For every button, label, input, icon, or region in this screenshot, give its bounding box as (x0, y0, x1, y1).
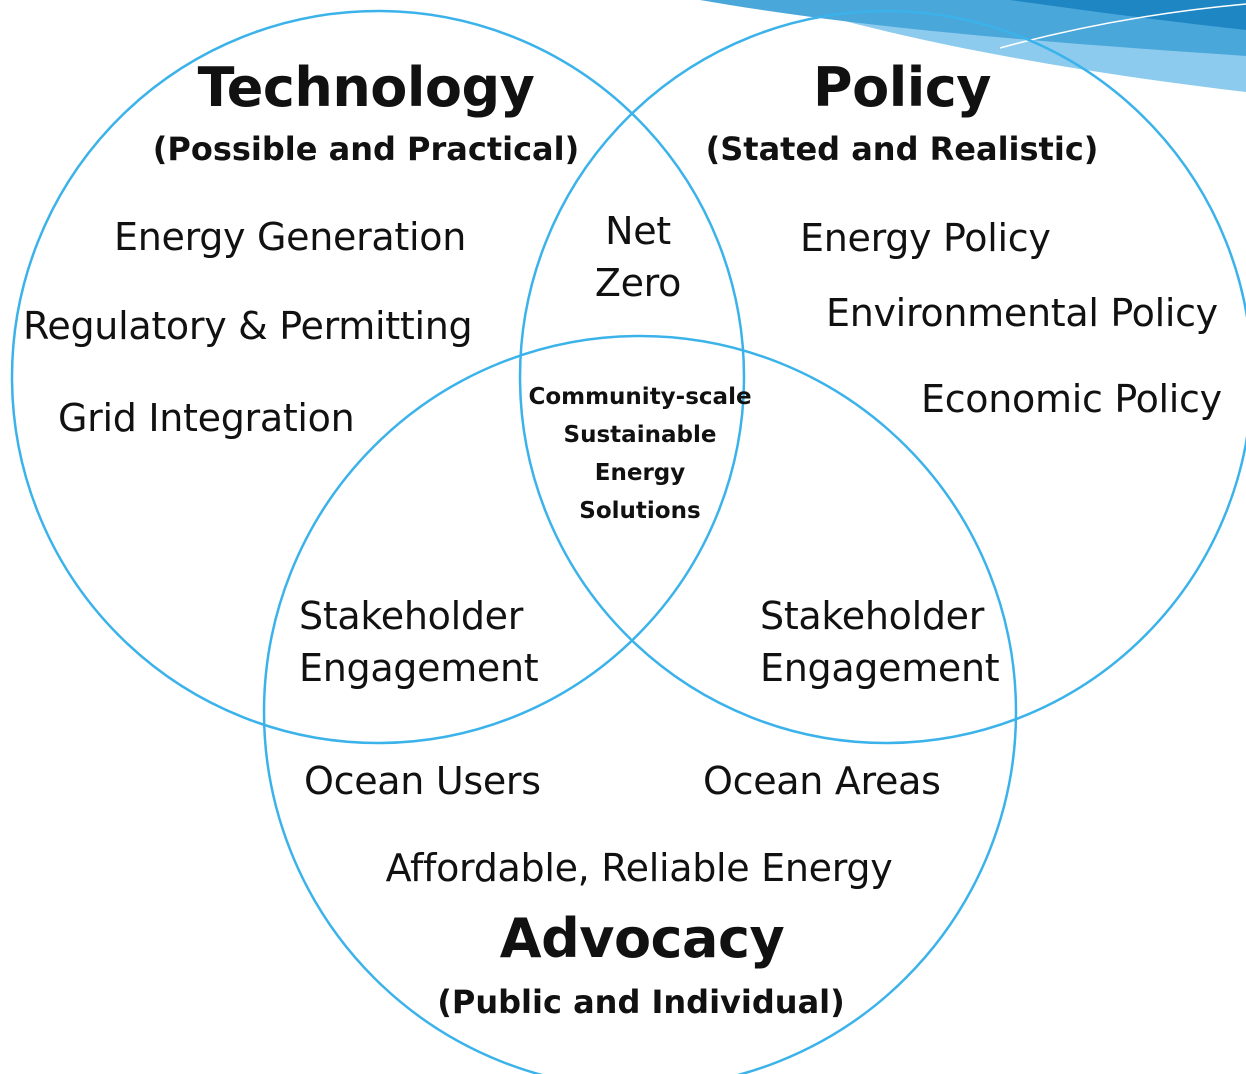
technology-item-energy-generation: Energy Generation (114, 215, 467, 259)
advocacy-item-affordable-reliable-energy: Affordable, Reliable Energy (385, 846, 893, 890)
advocacy-circle (262, 334, 1018, 1074)
advocacy-title: Advocacy (499, 907, 785, 970)
technology-title: Technology (197, 56, 535, 119)
policy-circle (518, 9, 1246, 745)
technology-advocacy-label: Stakeholder Engagement (299, 594, 539, 690)
policy-item-energy-policy: Energy Policy (800, 216, 1051, 260)
advocacy-item-ocean-users: Ocean Users (304, 759, 541, 803)
net-zero-label: Net Zero (594, 209, 682, 305)
advocacy-item-ocean-areas: Ocean Areas (703, 759, 941, 803)
technology-subtitle: (Possible and Practical) (152, 130, 580, 168)
policy-title: Policy (813, 56, 991, 119)
swoosh-dark (1010, 0, 1246, 30)
technology-item-grid-integration: Grid Integration (58, 396, 355, 440)
policy-item-environmental-policy: Environmental Policy (826, 291, 1218, 335)
technology-circle (10, 9, 746, 745)
policy-advocacy-label: Stakeholder Engagement (760, 594, 1000, 690)
advocacy-subtitle: (Public and Individual) (437, 983, 845, 1021)
policy-item-economic-policy: Economic Policy (921, 377, 1222, 421)
technology-item-regulatory-permitting: Regulatory & Permitting (23, 304, 473, 348)
policy-subtitle: (Stated and Realistic) (705, 130, 1099, 168)
center-label: Community-scale Sustainable Energy Solut… (528, 384, 752, 524)
